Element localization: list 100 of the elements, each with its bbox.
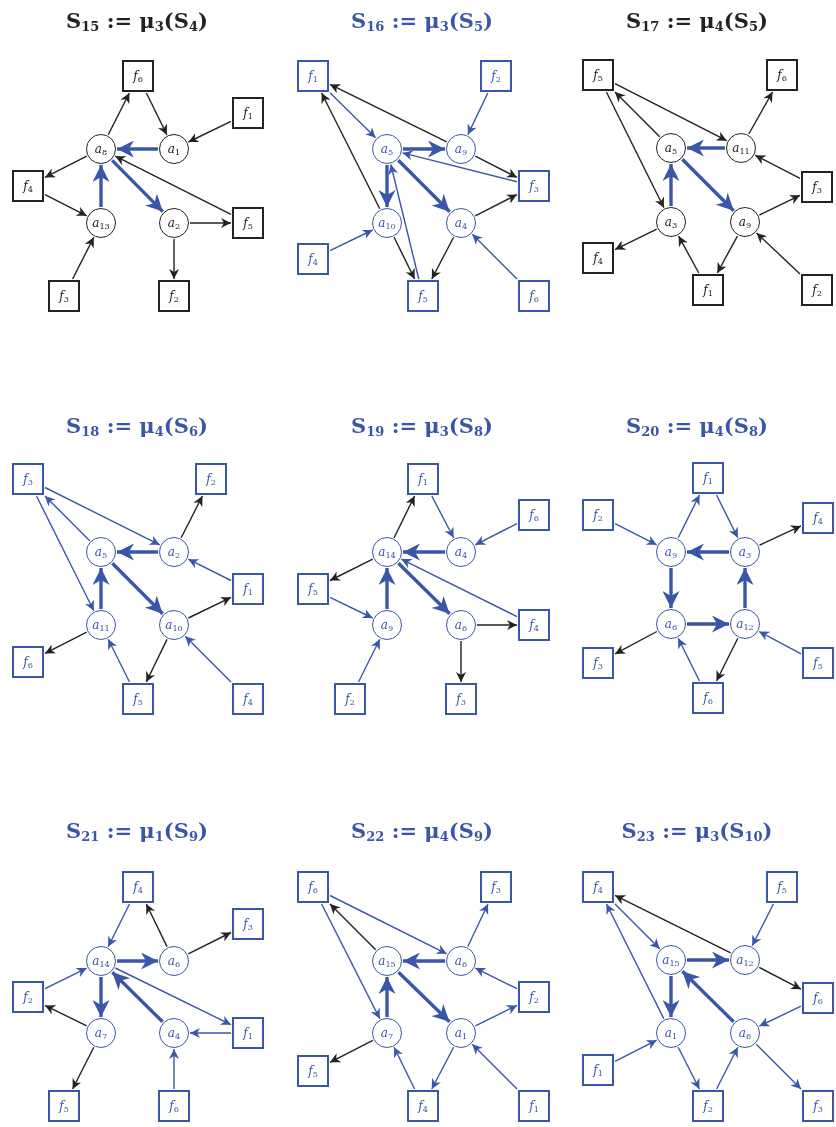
vertex-label: f$_{2}$ bbox=[703, 1099, 713, 1113]
vertex-circle bbox=[446, 1018, 476, 1048]
vertex-label: a$_{14}$ bbox=[92, 954, 110, 968]
arrow bbox=[755, 232, 801, 275]
arrow bbox=[187, 596, 232, 619]
arrow bbox=[758, 525, 802, 546]
arrow bbox=[111, 971, 164, 1023]
arrow bbox=[378, 165, 396, 207]
arrow bbox=[605, 91, 665, 209]
arrow bbox=[393, 495, 416, 539]
frozen-vertex-square bbox=[692, 1090, 724, 1122]
arrow bbox=[35, 495, 95, 612]
arrow bbox=[662, 164, 680, 206]
vertex-label: f$_{5}$ bbox=[418, 289, 428, 303]
vertex-circle bbox=[86, 134, 116, 164]
frozen-vertex-square bbox=[297, 573, 329, 605]
frozen-vertex-square bbox=[232, 908, 264, 940]
frozen-vertex-square bbox=[480, 871, 512, 903]
arrow bbox=[614, 1039, 658, 1063]
arrow bbox=[145, 903, 168, 948]
vertex-label: f$_{4}$ bbox=[243, 692, 253, 706]
vertex-label: f$_{6}$ bbox=[529, 289, 539, 303]
frozen-vertex-square bbox=[582, 499, 614, 531]
vertex-label: f$_{2}$ bbox=[491, 69, 501, 83]
arrow bbox=[474, 522, 518, 546]
vertex-label: a$_{1}$ bbox=[664, 1026, 678, 1040]
vertex-label: f$_{5}$ bbox=[308, 582, 318, 596]
vertex-label: a$_{6}$ bbox=[454, 618, 468, 632]
arrow bbox=[44, 495, 91, 542]
frozen-vertex-square bbox=[801, 171, 833, 203]
arrow bbox=[117, 140, 158, 158]
frozen-vertex-square bbox=[582, 242, 614, 274]
vertex-circle bbox=[446, 537, 476, 567]
arrow bbox=[614, 228, 658, 251]
arrow bbox=[687, 543, 729, 561]
vertex-label: a$_{4}$ bbox=[454, 545, 468, 559]
arrow bbox=[114, 155, 232, 216]
arrow bbox=[44, 155, 88, 179]
vertex-circle bbox=[730, 537, 760, 567]
vertex-label: f$_{2}$ bbox=[206, 472, 216, 486]
vertex-circle bbox=[372, 610, 402, 640]
vertex-label: f$_{1}$ bbox=[418, 472, 428, 486]
vertex-circle bbox=[372, 537, 402, 567]
vertex-label: f$_{4}$ bbox=[418, 1099, 428, 1113]
vertex-circle bbox=[726, 133, 756, 163]
arrow bbox=[401, 150, 518, 183]
arrow bbox=[687, 951, 729, 969]
frozen-vertex-square bbox=[518, 280, 550, 312]
vertex-label: f$_{5}$ bbox=[243, 216, 253, 230]
arrow bbox=[687, 139, 725, 157]
frozen-vertex-square bbox=[802, 647, 834, 679]
vertex-label: f$_{2}$ bbox=[529, 990, 539, 1004]
frozen-vertex-square bbox=[232, 97, 264, 129]
arrow bbox=[187, 120, 232, 143]
vertex-circle bbox=[372, 1018, 402, 1048]
vertex-label: a$_{11}$ bbox=[732, 141, 750, 155]
vertex-label: f$_{6}$ bbox=[529, 508, 539, 522]
vertex-circle bbox=[372, 946, 402, 976]
vertex-label: f$_{5}$ bbox=[59, 1099, 69, 1113]
panel-title: S$_{19}$ := μ$_{3}$(S$_{8}$) bbox=[351, 412, 493, 438]
vertex-circle bbox=[86, 1018, 116, 1048]
arrow bbox=[44, 967, 88, 990]
vertex-label: a$_{3}$ bbox=[664, 215, 678, 229]
frozen-vertex-square bbox=[122, 871, 154, 903]
vertex-label: f$_{5}$ bbox=[133, 692, 143, 706]
arrow bbox=[758, 630, 802, 655]
vertex-label: f$_{1}$ bbox=[529, 1099, 539, 1113]
arrow bbox=[431, 1046, 455, 1090]
arrow bbox=[431, 495, 455, 539]
vertex-circle bbox=[159, 610, 189, 640]
vertex-label: a$_{6}$ bbox=[664, 617, 678, 631]
arrow bbox=[471, 233, 518, 280]
panel-title: S$_{17}$ := μ$_{4}$(S$_{5}$) bbox=[626, 7, 768, 33]
arrow bbox=[114, 967, 232, 1026]
vertex-label: f$_{2}$ bbox=[23, 990, 33, 1004]
vertex-label: f$_{6}$ bbox=[23, 655, 33, 669]
arrow bbox=[662, 976, 680, 1017]
arrow bbox=[189, 218, 232, 228]
arrow bbox=[715, 1046, 739, 1090]
arrow bbox=[117, 952, 158, 970]
arrow bbox=[393, 1046, 416, 1090]
frozen-vertex-square bbox=[407, 280, 439, 312]
frozen-vertex-square bbox=[802, 502, 834, 534]
vertex-label: a$_{2}$ bbox=[167, 545, 181, 559]
vertex-label: f$_{3}$ bbox=[491, 880, 501, 894]
vertex-circle bbox=[656, 945, 686, 975]
arrow bbox=[474, 1004, 518, 1027]
vertex-label: f$_{5}$ bbox=[777, 880, 787, 894]
vertex-label: a$_{5}$ bbox=[664, 141, 678, 155]
arrow bbox=[614, 903, 661, 950]
frozen-vertex-square bbox=[582, 1054, 614, 1086]
frozen-vertex-square bbox=[582, 647, 614, 679]
vertex-label: f$_{4}$ bbox=[23, 179, 33, 193]
vertex-label: f$_{6}$ bbox=[777, 68, 787, 82]
arrow bbox=[92, 165, 110, 207]
vertex-label: a$_{9}$ bbox=[664, 545, 678, 559]
arrow bbox=[44, 193, 88, 217]
vertex-label: f$_{1}$ bbox=[703, 283, 713, 297]
vertex-label: f$_{1}$ bbox=[243, 106, 253, 120]
arrow bbox=[320, 92, 381, 210]
